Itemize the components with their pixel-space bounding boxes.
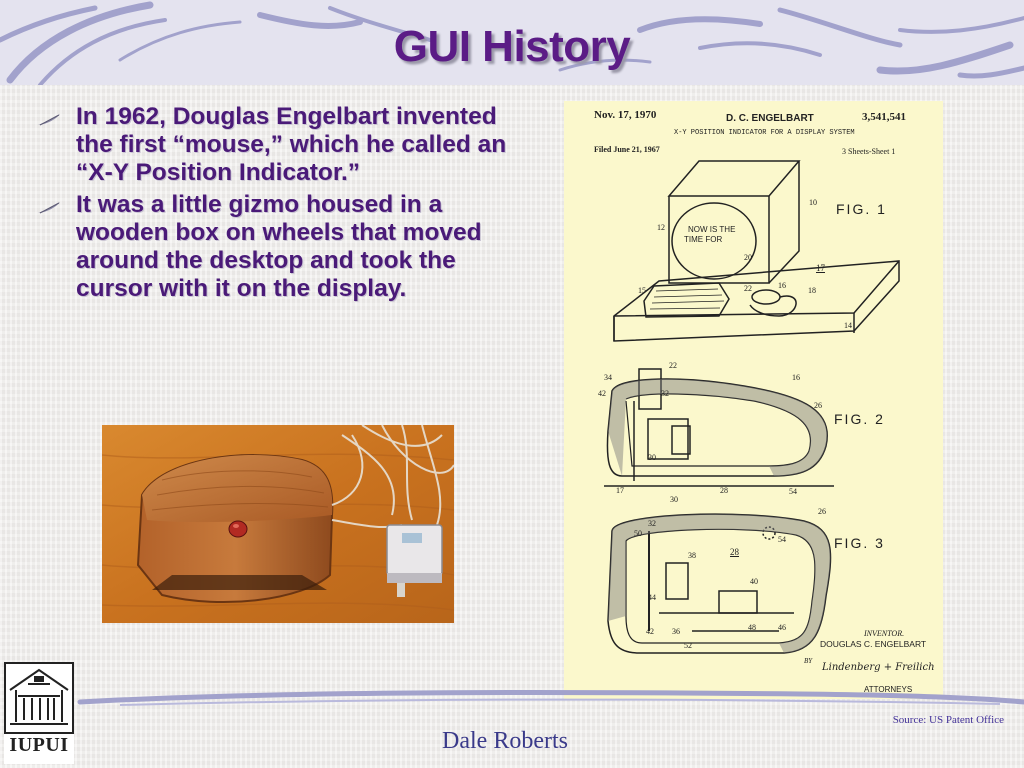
ref-number: 15: [638, 286, 646, 295]
bullet-item: In 1962, Douglas Engelbart invented the …: [32, 103, 512, 187]
ref-number: 44: [648, 593, 656, 602]
decorative-swooshes: [0, 1, 1024, 85]
ref-number: 17: [616, 486, 624, 495]
fig1-label: FIG. 1: [836, 201, 887, 217]
feather-bullet-icon: [38, 114, 60, 126]
attorneys-label: ATTORNEYS: [864, 685, 913, 694]
fig3-label: FIG. 3: [834, 535, 885, 551]
screen-text-line-1: NOW IS THE: [688, 225, 736, 234]
ref-number: 22: [744, 284, 752, 293]
ref-number: 18: [808, 286, 816, 295]
ref-number: 12: [657, 223, 665, 232]
feather-bullet-icon: [38, 202, 60, 214]
logo-text: IUPUI: [9, 734, 69, 756]
bullet-text: It was a little gizmo housed in a wooden…: [76, 191, 482, 302]
patent-subtitle: X-Y POSITION INDICATOR FOR A DISPLAY SYS…: [674, 129, 855, 137]
slide-title: GUI History: [393, 22, 631, 71]
inventor-name: DOUGLAS C. ENGELBART: [820, 639, 927, 649]
patent-drawing: Nov. 17, 1970 D. C. ENGELBART 3,541,541 …: [564, 101, 943, 699]
screen-text-line-2: TIME FOR: [684, 235, 723, 244]
ref-number: 22: [669, 361, 677, 370]
ref-number: 32: [661, 389, 669, 398]
ref-number: 36: [672, 627, 680, 636]
building-icon: [4, 662, 74, 734]
patent-figures: [604, 160, 900, 654]
ref-number: 48: [748, 623, 756, 632]
ref-number: 32: [648, 519, 656, 528]
patent-inventor-header: D. C. ENGELBART: [726, 113, 814, 124]
bullet-list: In 1962, Douglas Engelbart invented the …: [32, 103, 512, 307]
ref-number: 42: [598, 389, 606, 398]
ref-number: 16: [792, 373, 800, 382]
patent-sheets: 3 Sheets-Sheet 1: [842, 147, 896, 156]
ref-number: 30: [648, 453, 656, 462]
ref-number: 42: [646, 627, 654, 636]
inventor-label: INVENTOR.: [864, 629, 905, 638]
header-band: [0, 0, 1024, 85]
patent-number: 3,541,541: [862, 111, 906, 123]
ref-number: 40: [750, 577, 758, 586]
ref-number: 10: [809, 198, 817, 207]
source-caption: Source: US Patent Office: [892, 714, 1004, 726]
wooden-mouse-photo: [102, 425, 454, 623]
bullet-item: It was a little gizmo housed in a wooden…: [32, 191, 512, 303]
ref-number: 46: [778, 623, 786, 632]
ref-number: 26: [814, 401, 822, 410]
ref-number: 34: [604, 373, 612, 382]
ref-number: 16: [778, 281, 786, 290]
ref-number: 20: [744, 253, 752, 262]
footer-swoosh-line: [77, 689, 1024, 706]
by-label: BY: [804, 657, 813, 665]
ref-number: 54: [789, 487, 797, 496]
bullet-text: In 1962, Douglas Engelbart invented the …: [76, 103, 507, 186]
ref-number: 52: [684, 641, 692, 650]
ref-number: 26: [818, 507, 826, 516]
ref-number: 50: [634, 529, 642, 538]
ref-number: 38: [688, 551, 696, 560]
patent-filed: Filed June 21, 1967: [594, 145, 660, 154]
ref-number: 28: [720, 486, 728, 495]
ref-number: 30: [670, 495, 678, 504]
patent-date: Nov. 17, 1970: [594, 109, 657, 121]
ref-number: 28: [730, 547, 739, 557]
attorney-signature: Lindenberg + Freilich: [822, 662, 935, 673]
fig2-label: FIG. 2: [834, 411, 885, 427]
iupui-logo: IUPUI: [4, 662, 74, 764]
author-name: Dale Roberts: [442, 728, 568, 754]
ref-number: 17: [816, 263, 825, 273]
ref-number: 14: [844, 321, 852, 330]
ref-number: 54: [778, 535, 786, 544]
